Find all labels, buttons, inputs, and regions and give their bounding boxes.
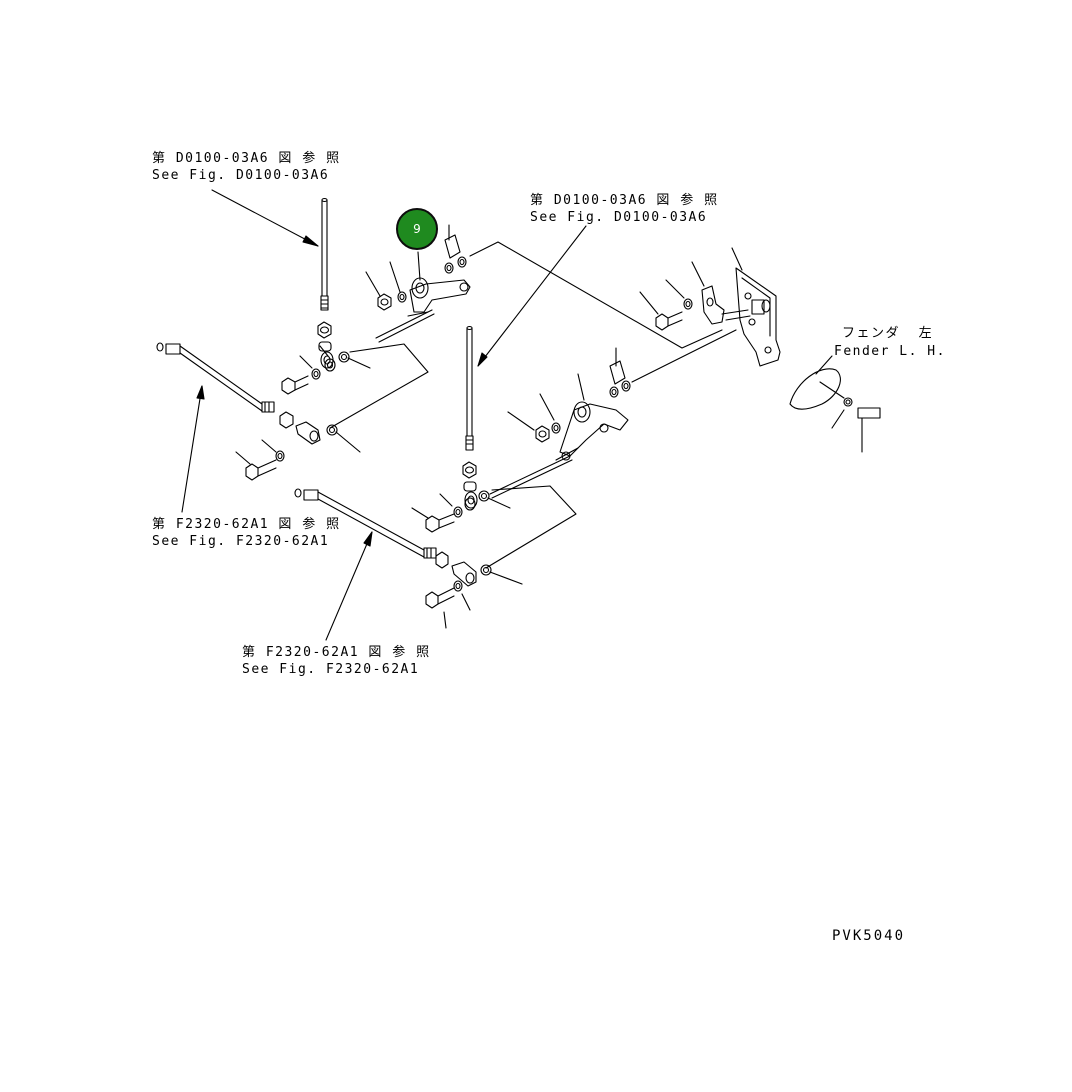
- leader-arrow-mid-left: [181, 385, 205, 513]
- bell-crank-upper: [375, 277, 471, 343]
- leader-arrow-top-mid: [477, 225, 587, 367]
- joint-left-lower: [235, 411, 361, 481]
- ref-top-left-jp: 第 D0100-03A6 図 参 照: [152, 151, 341, 166]
- fender-lh: [789, 355, 881, 453]
- ref-mid-left-jp: 第 F2320-62A1 図 参 照: [152, 517, 341, 532]
- part-9-hotspot[interactable]: 9: [396, 208, 438, 250]
- joint-middle-upper: [411, 490, 511, 533]
- fender-label-jp: フェンダ 左: [842, 326, 934, 341]
- vertical-rod-upper-left: [317, 197, 334, 369]
- ref-mid-left-en: See Fig. F2320-62A1: [152, 534, 330, 549]
- leader-arrow-top-left: [211, 189, 319, 247]
- ref-top-mid-jp: 第 D0100-03A6 図 参 照: [530, 193, 719, 208]
- ref-bottom-en: See Fig. F2320-62A1: [242, 662, 420, 677]
- joint-left-upper: [281, 345, 371, 395]
- bell-crank-lower: [489, 401, 629, 499]
- ref-bottom-jp: 第 F2320-62A1 図 参 照: [242, 645, 431, 660]
- fender-label-en: Fender L. H.: [834, 344, 946, 359]
- tie-rod-left: [156, 342, 275, 413]
- vertical-rod-middle: [462, 325, 478, 509]
- ref-top-left-en: See Fig. D0100-03A6: [152, 168, 330, 183]
- leader-lines-upper: [365, 224, 450, 297]
- bolt-nut-upper: [377, 234, 467, 311]
- leader-lines-lower: [507, 347, 617, 431]
- mounting-bracket: [731, 247, 781, 367]
- leader-arrow-bottom: [325, 531, 373, 641]
- pointer-line-fender: [469, 241, 723, 349]
- drawing-code: PVK5040: [832, 928, 906, 944]
- bracket-clip: [639, 261, 751, 331]
- tie-rod-lower: [294, 488, 437, 559]
- joint-middle-lower: [425, 551, 523, 629]
- connection-line-middle: [485, 485, 577, 569]
- pointer-line-lower: [631, 329, 737, 383]
- connection-line-left: [329, 343, 429, 429]
- bolt-nut-lower: [535, 360, 631, 443]
- ref-top-mid-en: See Fig. D0100-03A6: [530, 210, 708, 225]
